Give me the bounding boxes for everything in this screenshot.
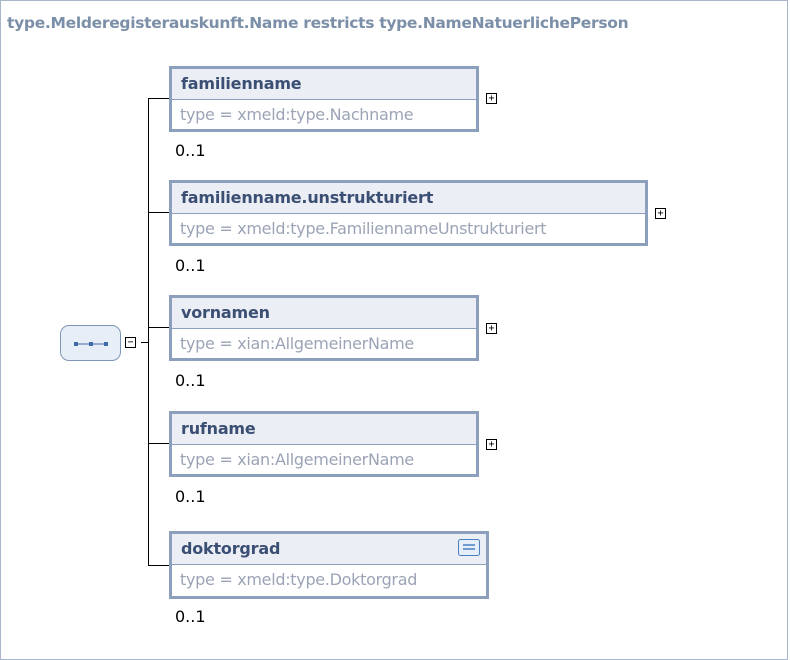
- cardinality: 0..1: [175, 607, 206, 626]
- element-type: type = xmeld:type.FamiliennameUnstruktur…: [180, 219, 547, 238]
- element-familienname[interactable]: familienname type = xmeld:type.Nachname: [169, 66, 479, 132]
- minus-icon[interactable]: −: [125, 337, 136, 348]
- connector-sequence-stub: [141, 342, 148, 343]
- connector-branch-doktorgrad: [148, 565, 169, 566]
- element-familienname-unstrukturiert[interactable]: familienname.unstrukturiert type = xmeld…: [169, 180, 648, 246]
- cardinality: 0..1: [175, 487, 206, 506]
- element-type: type = xmeld:type.Nachname: [180, 105, 414, 124]
- connector-trunk: [148, 98, 149, 566]
- element-type: type = xian:AllgemeinerName: [180, 450, 414, 469]
- plus-icon[interactable]: +: [655, 208, 666, 219]
- element-name: doktorgrad: [172, 534, 486, 565]
- cardinality: 0..1: [175, 141, 206, 160]
- diagram-title: type.Melderegisterauskunft.Name restrict…: [7, 14, 629, 32]
- element-rufname[interactable]: rufname type = xian:AllgemeinerName: [169, 411, 479, 477]
- connector-branch-familienname: [148, 98, 169, 99]
- element-type: type = xmeld:type.Doktorgrad: [180, 570, 418, 589]
- documentation-icon[interactable]: [458, 539, 480, 556]
- element-name: familienname.unstrukturiert: [172, 183, 645, 214]
- cardinality: 0..1: [175, 371, 206, 390]
- connector-branch-familienname-unstrukturiert: [148, 212, 169, 213]
- element-type: type = xian:AllgemeinerName: [180, 334, 414, 353]
- connector-branch-rufname: [148, 443, 169, 444]
- element-vornamen[interactable]: vornamen type = xian:AllgemeinerName: [169, 295, 479, 361]
- cardinality: 0..1: [175, 256, 206, 275]
- element-name: familienname: [172, 69, 476, 100]
- sequence-compositor[interactable]: [60, 325, 121, 361]
- sequence-icon: [74, 342, 108, 346]
- plus-icon[interactable]: +: [486, 439, 497, 450]
- element-name: vornamen: [172, 298, 476, 329]
- plus-icon[interactable]: +: [486, 93, 497, 104]
- element-name: rufname: [172, 414, 476, 445]
- connector-branch-vornamen: [148, 327, 169, 328]
- element-doktorgrad[interactable]: doktorgrad type = xmeld:type.Doktorgrad: [169, 531, 489, 599]
- plus-icon[interactable]: +: [486, 323, 497, 334]
